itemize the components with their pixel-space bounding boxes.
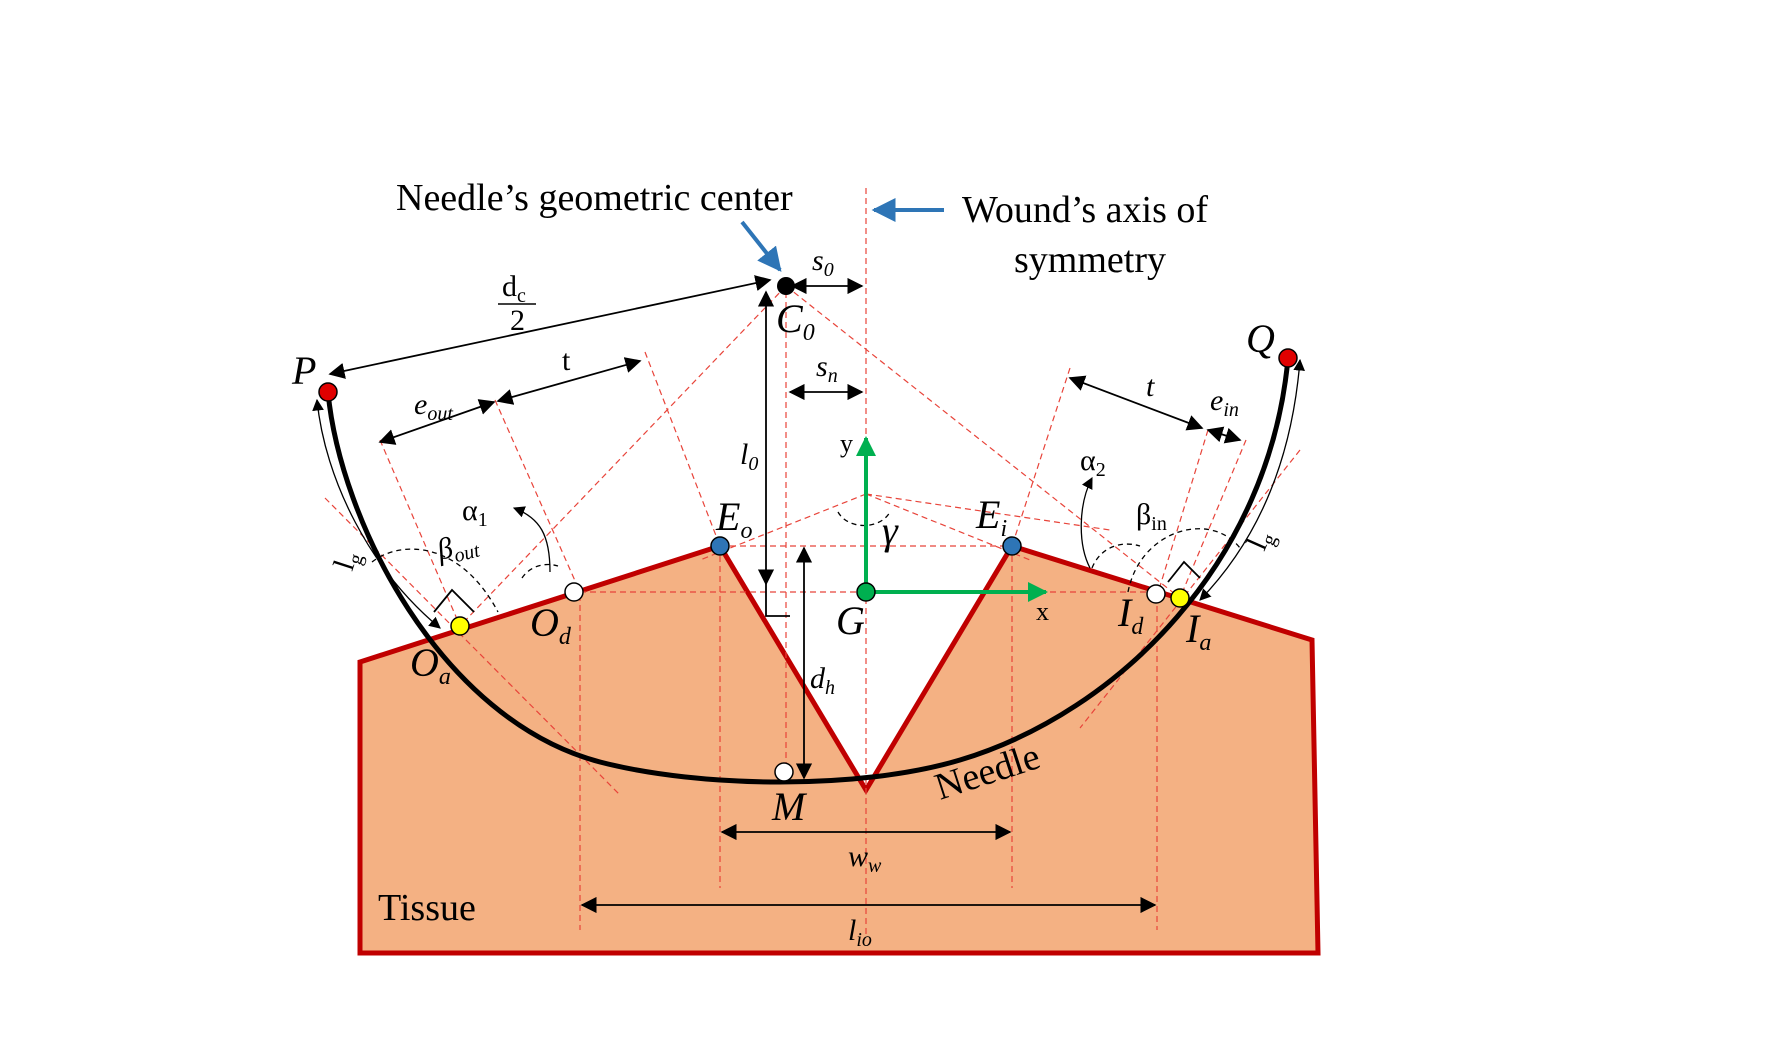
label-e-in: ein (1210, 384, 1239, 421)
point-g (856, 582, 876, 602)
needle-center-label: Needle’s geometric center (396, 177, 793, 219)
label-t-left: t (562, 344, 571, 377)
point-ei (1002, 536, 1022, 556)
label-gamma: γ (882, 508, 899, 553)
angle-alpha1-arc (512, 506, 551, 573)
label-beta-in: βin (1136, 498, 1167, 535)
angle-beta-in-arc (1127, 528, 1241, 593)
label-m: M (771, 784, 808, 829)
point-q (1278, 348, 1298, 368)
right-angle-mark-l0 (765, 582, 790, 617)
dimension-lg-right (1199, 358, 1305, 601)
label-id: Id (1117, 590, 1144, 640)
label-beta-out: βout (433, 525, 483, 571)
angle-alpha1-dash (521, 563, 559, 579)
dimension-lg-left (312, 398, 441, 629)
wound-axis-label-line2: symmetry (1014, 239, 1166, 281)
label-eo: Eo (715, 494, 752, 544)
label-lg-left: lg (327, 547, 368, 576)
label-od: Od (530, 600, 572, 650)
label-p: P (291, 348, 316, 393)
label-g: G (836, 598, 865, 643)
right-angle-mark-ia (1167, 560, 1201, 583)
label-e-out: eout (414, 388, 453, 425)
label-l0: l0 (740, 438, 758, 475)
label-c0: C0 (776, 296, 815, 346)
label-dh: dh (810, 662, 835, 699)
svg-text:dc: dc (502, 270, 526, 307)
tissue-label: Tissue (378, 887, 476, 929)
label-oa: Oa (410, 640, 451, 690)
point-od (564, 582, 584, 602)
angle-alpha2-dash (1091, 543, 1141, 569)
angle-alpha2-arc (1080, 476, 1093, 569)
label-s0: s0 (812, 244, 834, 281)
point-c0 (777, 277, 795, 295)
label-axis-x: x (1036, 597, 1049, 626)
label-ww: ww (848, 840, 882, 877)
label-alpha1: α1 (462, 494, 488, 531)
point-eo (710, 536, 730, 556)
angle-beta-out-arc (371, 548, 499, 613)
label-alpha2: α2 (1080, 444, 1106, 481)
callout-arrow-needle-center (740, 220, 782, 272)
point-m (774, 762, 794, 782)
label-lg-right: lg (1240, 525, 1281, 557)
dimension-t-left (496, 357, 642, 405)
dimension-t-right (1068, 375, 1204, 431)
point-p (318, 382, 338, 402)
dimension-e-in (1206, 426, 1242, 444)
point-ia (1170, 588, 1190, 608)
dimension-dc-half (328, 275, 772, 379)
wound-axis-label-line1: Wound’s axis of (962, 189, 1208, 231)
point-id (1146, 584, 1166, 604)
label-t-right: t (1146, 370, 1155, 403)
point-oa (450, 616, 470, 636)
label-q: Q (1246, 316, 1275, 361)
label-axis-y: y (840, 429, 853, 458)
label-lio: lio (848, 914, 872, 951)
label-ei: Ei (975, 492, 1007, 542)
svg-text:2: 2 (510, 304, 525, 337)
construction-guides (324, 188, 1301, 935)
right-angle-mark-oa (433, 588, 475, 613)
label-ia: Ia (1185, 606, 1211, 656)
label-dc-half: dc 2 (498, 270, 536, 337)
label-sn: sn (816, 350, 838, 387)
